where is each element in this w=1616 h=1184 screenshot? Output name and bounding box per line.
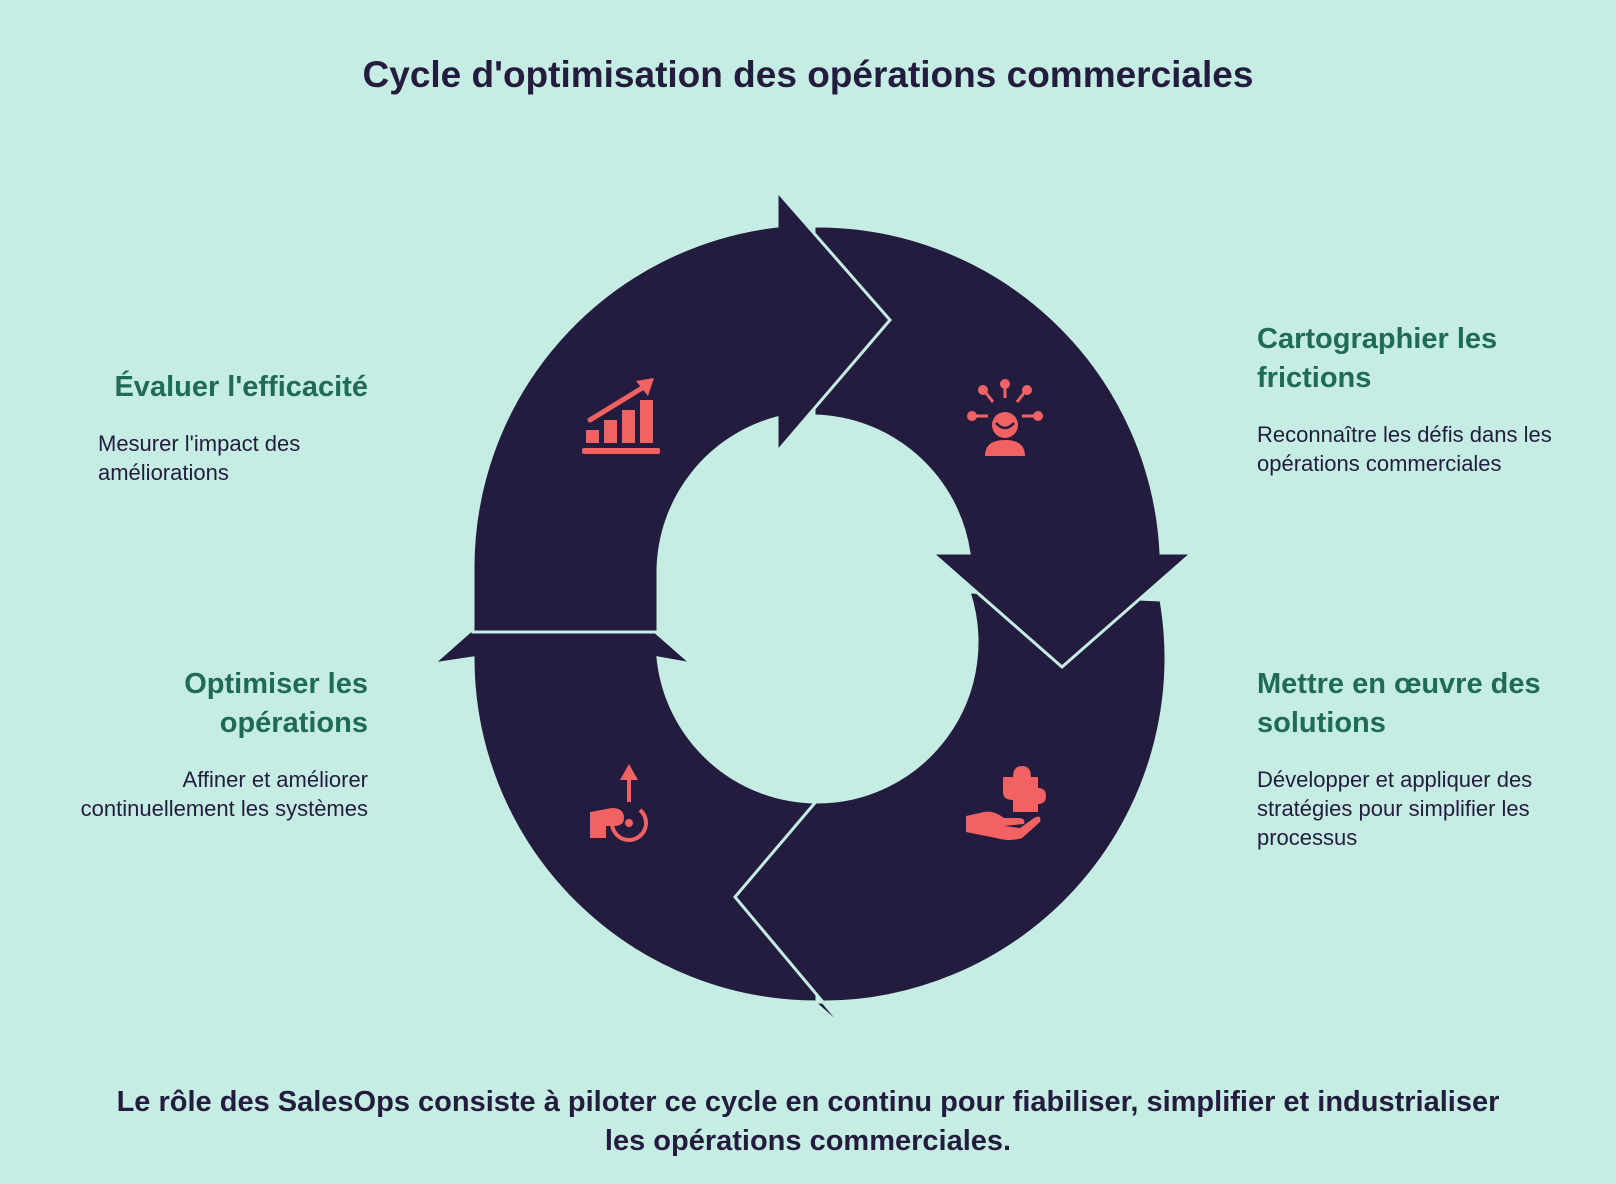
step-cartographier: Cartographier les frictions Reconnaître … bbox=[1257, 320, 1587, 478]
step-title: Mettre en œuvre des solutions bbox=[1257, 668, 1541, 739]
idea-person-icon bbox=[967, 379, 1043, 456]
step-description: Affiner et améliorer continuellement les… bbox=[80, 767, 368, 821]
step-description: Développer et appliquer des stratégies p… bbox=[1257, 767, 1533, 850]
step-description: Mesurer l'impact des améliorations bbox=[98, 431, 301, 485]
step-optimiser: Optimiser les opérations Affiner et amél… bbox=[38, 665, 368, 823]
puzzle-hand-icon bbox=[966, 766, 1046, 840]
step-description: Reconnaître les défis dans les opération… bbox=[1257, 422, 1552, 476]
step-title: Cartographier les frictions bbox=[1257, 323, 1498, 394]
page-title: Cycle d'optimisation des opérations comm… bbox=[362, 54, 1254, 95]
step-title: Optimiser les opérations bbox=[184, 668, 368, 739]
bar-chart-growth-icon bbox=[582, 378, 660, 454]
step-mettre-en-oeuvre: Mettre en œuvre des solutions Développer… bbox=[1257, 665, 1597, 852]
step-evaluer: Évaluer l'efficacité Mesurer l'impact de… bbox=[38, 368, 368, 487]
footer-summary: Le rôle des SalesOps consiste à piloter … bbox=[116, 1086, 1500, 1157]
cycle-segment-evaluer bbox=[471, 187, 892, 634]
step-title: Évaluer l'efficacité bbox=[114, 371, 368, 403]
cycle-segment-mettre bbox=[733, 590, 1168, 1034]
hand-arrow-up-icon bbox=[590, 764, 648, 842]
